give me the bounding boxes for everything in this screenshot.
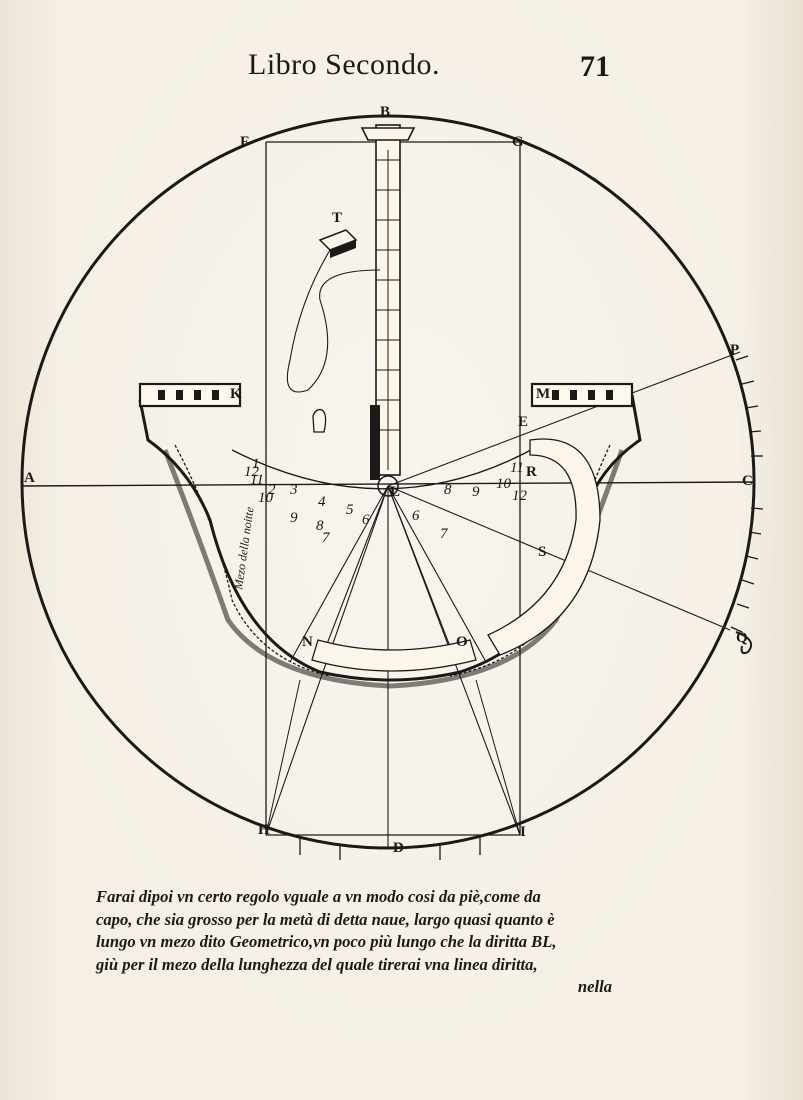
label-O: O bbox=[456, 634, 468, 650]
label-A: A bbox=[24, 470, 35, 486]
numeral: 12 bbox=[244, 464, 260, 480]
numeral: 5 bbox=[346, 502, 354, 518]
degree-ticks bbox=[299, 355, 764, 860]
plumb-weight bbox=[312, 408, 327, 433]
caption-line: Farai dipoi vn certo regolo vguale a vn … bbox=[96, 887, 541, 906]
caption-line: capo, che sia grosso per la metà di dett… bbox=[96, 909, 555, 929]
caption-line: giù per il mezo della lunghezza del qual… bbox=[96, 954, 538, 974]
label-E: E bbox=[518, 414, 528, 430]
numeral: 6 bbox=[412, 508, 420, 524]
label-M: M bbox=[536, 386, 550, 402]
catchword: nella bbox=[577, 977, 612, 996]
label-D: D bbox=[393, 840, 404, 856]
bow-castle bbox=[530, 382, 634, 408]
label-L: L bbox=[390, 484, 400, 500]
page-header: Libro Secondo. 71 bbox=[0, 48, 803, 88]
numeral: 12 bbox=[512, 488, 528, 504]
numeral: 9 bbox=[290, 510, 298, 526]
numeral: 11 bbox=[250, 472, 264, 488]
label-Q: Q bbox=[736, 630, 748, 646]
page-number: 71 bbox=[580, 50, 610, 83]
numeral: 4 bbox=[318, 494, 326, 510]
numeral: 8 bbox=[444, 482, 452, 498]
numeral: 7 bbox=[322, 530, 331, 546]
label-I: I bbox=[520, 824, 526, 840]
label-C: C bbox=[742, 473, 753, 489]
hour-rays bbox=[265, 351, 741, 848]
stern-castle bbox=[138, 382, 242, 408]
numeral: 1 bbox=[252, 456, 260, 472]
label-K: K bbox=[230, 386, 242, 402]
numeral: 10 bbox=[258, 490, 274, 506]
label-F: F bbox=[240, 134, 249, 150]
numeral: 8 bbox=[316, 518, 324, 534]
right-hour-numerals: 6 7 8 9 10 11 12 bbox=[412, 460, 528, 542]
left-hour-numerals: 1 2 3 4 5 6 7 8 9 10 11 12 bbox=[244, 456, 370, 546]
numeral: 9 bbox=[472, 484, 480, 500]
label-B: B bbox=[380, 104, 390, 120]
graduated-scale bbox=[487, 438, 601, 656]
plumb-line bbox=[286, 249, 381, 393]
label-H: H bbox=[258, 822, 270, 838]
numeral: 3 bbox=[289, 482, 298, 498]
label-N: N bbox=[302, 634, 313, 650]
running-title: Libro Secondo. bbox=[248, 48, 440, 81]
numeral: 6 bbox=[362, 512, 370, 528]
numeral: 7 bbox=[440, 526, 449, 542]
horizon-line bbox=[21, 481, 755, 487]
numeral: 10 bbox=[496, 476, 512, 492]
caption-text: Farai dipoi vn certo regolo vguale a vn … bbox=[96, 886, 642, 999]
numeral: 11 bbox=[510, 460, 524, 476]
label-P: P bbox=[730, 342, 739, 358]
label-R: R bbox=[526, 464, 537, 480]
caption-line: lungo vn mezo dito Geometrico,vn poco pi… bbox=[96, 932, 557, 951]
arc-label: Mezo della noitte bbox=[231, 505, 257, 591]
label-G: G bbox=[512, 134, 524, 150]
label-S: S bbox=[538, 544, 546, 560]
numeral: 2 bbox=[268, 482, 276, 498]
label-T: T bbox=[332, 210, 342, 226]
